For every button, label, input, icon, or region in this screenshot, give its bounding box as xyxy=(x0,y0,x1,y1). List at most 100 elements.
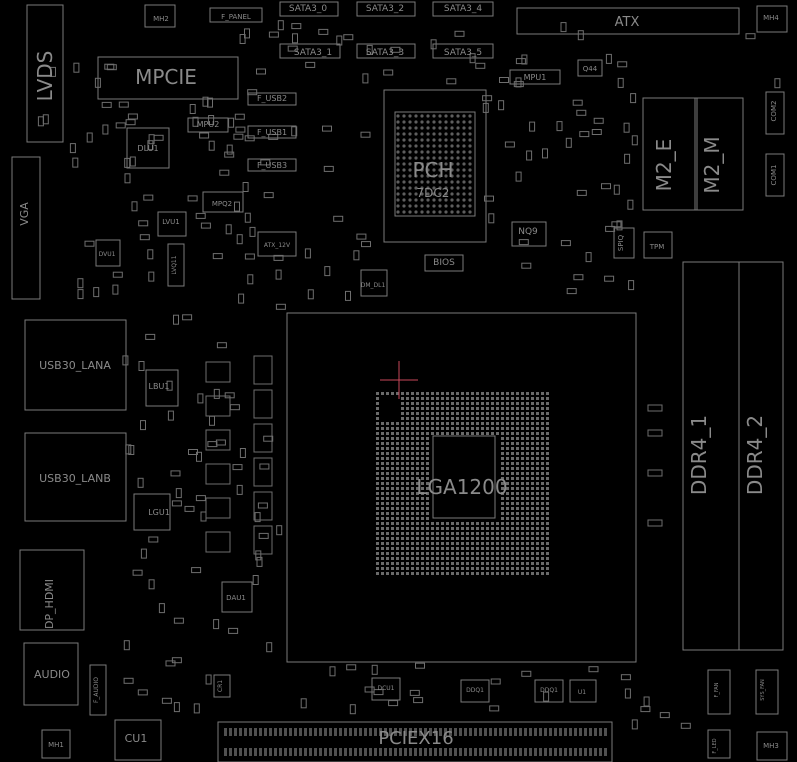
socket-pad xyxy=(496,572,499,575)
pch-ball xyxy=(450,180,454,184)
socket-pad xyxy=(376,432,379,435)
socket-pad xyxy=(391,487,394,490)
socket-pad xyxy=(541,447,544,450)
passive-component xyxy=(360,131,371,138)
pch-ball xyxy=(414,180,418,184)
passive-component xyxy=(362,73,369,84)
pcie-pin xyxy=(254,748,257,756)
socket-pad xyxy=(536,512,539,515)
pch-ball xyxy=(426,180,430,184)
pch-ball xyxy=(414,168,418,172)
pch-ball xyxy=(408,198,412,202)
socket-pad xyxy=(456,542,459,545)
socket-pad xyxy=(426,492,429,495)
socket-pad xyxy=(501,482,504,485)
socket-pad xyxy=(531,447,534,450)
pch-ball xyxy=(432,186,436,190)
pch-ball xyxy=(450,150,454,154)
label-dvu1: DVU1 xyxy=(99,251,116,258)
socket-pad xyxy=(506,397,509,400)
pch-ball xyxy=(432,138,436,142)
socket-pad xyxy=(451,552,454,555)
socket-pad xyxy=(466,432,469,435)
socket-pad xyxy=(376,397,379,400)
passive-component xyxy=(131,201,138,212)
socket-pad xyxy=(396,392,399,395)
inductor xyxy=(253,491,273,521)
socket-pad xyxy=(456,432,459,435)
socket-pad xyxy=(546,477,549,480)
socket-pad xyxy=(406,472,409,475)
label-com1: COM1 xyxy=(770,165,778,186)
socket-pad xyxy=(511,537,514,540)
passive-component xyxy=(521,262,532,269)
socket-pad xyxy=(486,402,489,405)
socket-pad xyxy=(511,562,514,565)
socket-pad xyxy=(456,427,459,430)
socket-pad xyxy=(506,457,509,460)
socket-pad xyxy=(531,572,534,575)
socket-pad xyxy=(466,552,469,555)
socket-pad xyxy=(516,407,519,410)
pcie-pin xyxy=(494,748,497,756)
socket-pad xyxy=(411,472,414,475)
socket-pad xyxy=(481,402,484,405)
pcie-pin xyxy=(519,728,522,736)
socket-pad xyxy=(411,427,414,430)
pcie-pin xyxy=(469,748,472,756)
socket-pad xyxy=(531,457,534,460)
socket-pad xyxy=(411,512,414,515)
pcie-pin xyxy=(439,748,442,756)
socket-pad xyxy=(516,517,519,520)
socket-pad xyxy=(386,507,389,510)
passive-component xyxy=(123,640,130,651)
passive-component xyxy=(234,201,240,212)
socket-pad xyxy=(516,527,519,530)
socket-pad xyxy=(376,562,379,565)
pcie-pin xyxy=(579,748,582,756)
socket-pad xyxy=(531,537,534,540)
nq9-outline xyxy=(511,221,547,247)
pch-ball xyxy=(408,120,412,124)
passive-component xyxy=(346,664,357,671)
socket-pad xyxy=(426,432,429,435)
socket-pad xyxy=(436,532,439,535)
pch-outline xyxy=(383,89,487,243)
pch-ball xyxy=(456,198,460,202)
pch-ball xyxy=(444,186,448,190)
pch-ball xyxy=(414,156,418,160)
pcie-pin xyxy=(569,728,572,736)
pch-ball xyxy=(408,126,412,130)
socket-pad xyxy=(416,552,419,555)
f-usb1-outline xyxy=(247,125,297,139)
socket-pad xyxy=(401,437,404,440)
passive-component xyxy=(102,124,109,135)
socket-pad xyxy=(476,427,479,430)
pcie-pin xyxy=(594,748,597,756)
pcie-pin xyxy=(499,748,502,756)
inductor xyxy=(253,423,273,453)
label-sata3-0: SATA3_0 xyxy=(289,4,328,14)
socket-pad xyxy=(411,482,414,485)
socket-pad xyxy=(516,572,519,575)
socket-pad xyxy=(546,482,549,485)
pch-ball xyxy=(408,210,412,214)
label-m2-m: M2_M xyxy=(700,136,724,193)
socket-pad xyxy=(511,457,514,460)
socket-pad xyxy=(431,527,434,530)
com1-outline xyxy=(765,153,785,197)
socket-pad xyxy=(526,392,529,395)
socket-pad xyxy=(471,562,474,565)
pcie-pin xyxy=(394,748,397,756)
pch-ball xyxy=(426,138,430,142)
socket-pad xyxy=(426,412,429,415)
pch-ball xyxy=(438,132,442,136)
pch-ball xyxy=(408,156,412,160)
pch-ball xyxy=(396,126,400,130)
socket-pad xyxy=(506,422,509,425)
passive-component xyxy=(244,212,251,223)
socket-pad xyxy=(426,487,429,490)
socket-pad xyxy=(531,442,534,445)
socket-pad xyxy=(416,467,419,470)
socket-pad xyxy=(536,422,539,425)
